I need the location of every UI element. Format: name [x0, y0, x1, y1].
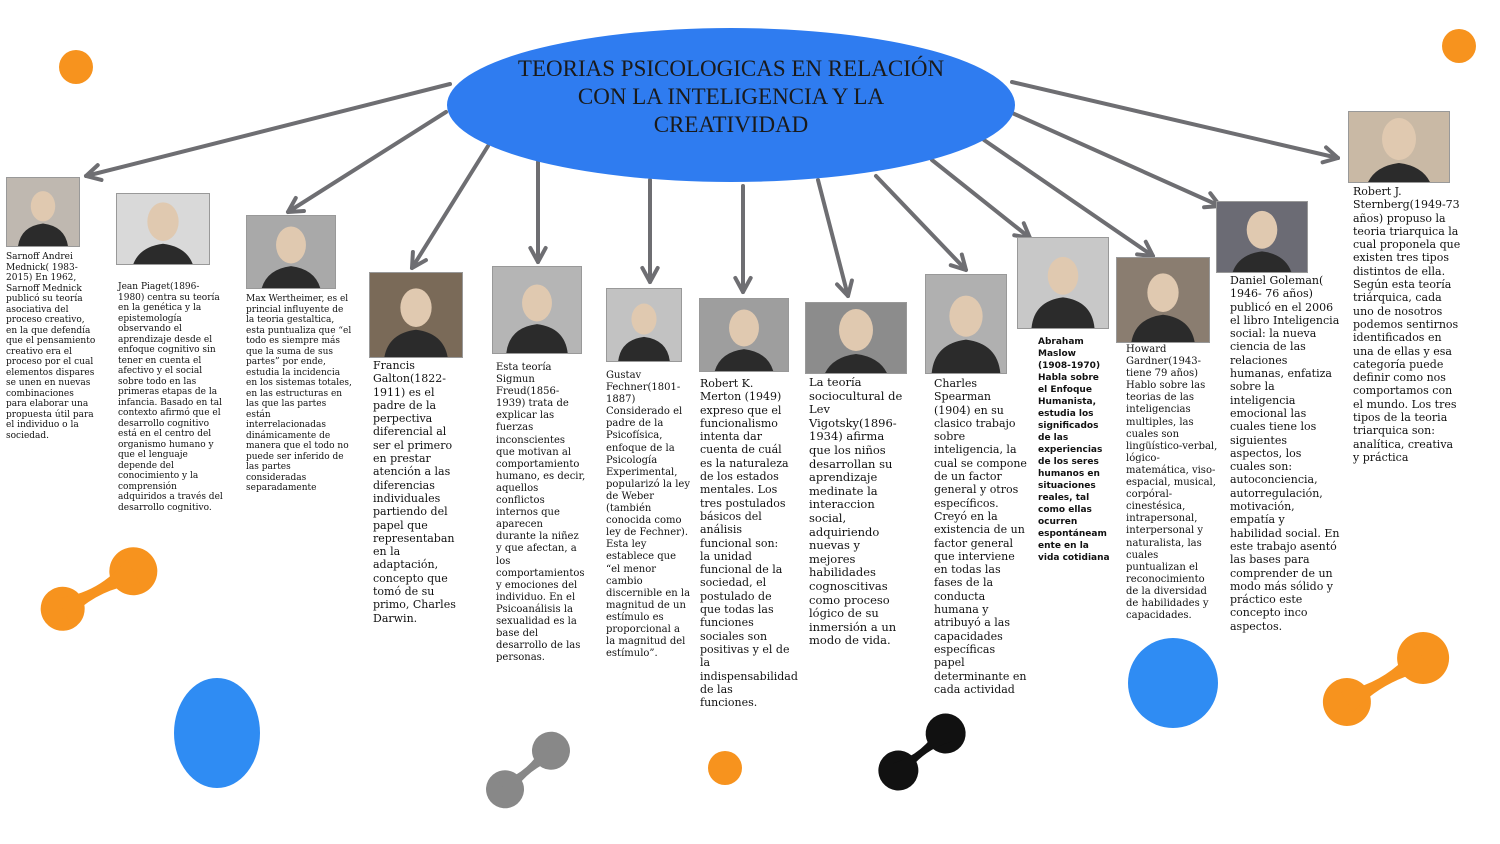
photo-sternberg: [1348, 111, 1450, 183]
photo-fechner: [606, 288, 682, 362]
portrait-icon: [618, 303, 670, 361]
arrow-head-12: [1320, 145, 1340, 165]
arrow-line-9: [930, 158, 1032, 240]
portrait-icon: [384, 288, 448, 357]
text-vigotsky: La teoría sociocultural de Lev Vigotsky(…: [809, 375, 903, 648]
photo-gardner: [1116, 257, 1210, 343]
text-piaget: Jean Piaget(1896-1980) centra su teoría …: [118, 282, 223, 513]
photo-freud: [492, 266, 582, 354]
blue-oval-bottom-left: [174, 678, 260, 788]
text-freud: Esta teoría Sigmun Freud(1856-1939) trat…: [496, 362, 586, 664]
portrait-icon: [506, 284, 568, 353]
text-fechner: Gustav Fechner(1801-1887) Considerado el…: [606, 370, 691, 660]
photo-vigotsky: [805, 302, 907, 374]
text-gardner: Howard Gardner(1943- tiene 79 años) Habl…: [1126, 344, 1218, 622]
arrow-head-5: [640, 265, 660, 284]
photo-piaget: [116, 193, 210, 265]
title-ellipse: [447, 28, 1015, 182]
arrow-line-1: [84, 82, 452, 178]
text-spearman: Charles Spearman (1904) en su clasico tr…: [934, 377, 1027, 696]
portrait-icon: [1031, 256, 1095, 328]
orange-dot-top-right: [1442, 29, 1476, 63]
text-merton: Robert K. Merton (1949) expreso que el f…: [700, 377, 798, 710]
blue-circle-bottom-right: [1128, 638, 1218, 728]
photo-wertheimer: [246, 215, 336, 289]
orange-blob-right: [1322, 632, 1450, 726]
portrait-icon: [825, 309, 887, 373]
arrow-head-8: [948, 252, 968, 272]
arrow-line-3: [410, 144, 490, 270]
black-blob: [878, 713, 966, 791]
page-title: TEORIAS PSICOLOGICAS EN RELACIÓN CON LA …: [517, 56, 945, 137]
text-mednick: Sarnoff Andrei Mednick( 1983-2015) En 19…: [6, 252, 96, 441]
portrait-icon: [1131, 273, 1195, 342]
orange-dot-top-left: [59, 50, 93, 84]
arrow-line-11: [1008, 110, 1222, 208]
portrait-icon: [714, 309, 774, 371]
portrait-icon: [1232, 210, 1292, 272]
text-goleman: Daniel Goleman( 1946- 76 años) publicó e…: [1230, 274, 1340, 633]
photo-merton: [699, 298, 789, 372]
portrait-icon: [18, 191, 68, 246]
arrow-line-7: [816, 178, 850, 298]
portrait-icon: [1368, 118, 1430, 182]
photo-goleman: [1216, 201, 1308, 273]
arrow-line-12: [1010, 80, 1340, 160]
orange-blob-left: [40, 547, 158, 631]
gray-blob: [486, 731, 570, 809]
text-sternberg: Robert J. Sternberg(1949-73 años) propus…: [1353, 185, 1461, 464]
arrow-line-2: [286, 110, 448, 214]
arrow-line-10: [982, 138, 1155, 258]
arrow-head-4: [528, 245, 548, 264]
arrow-head-3: [410, 250, 428, 270]
text-galton: Francis Galton(1822-1911) es el padre de…: [373, 359, 456, 625]
text-maslow: Abraham Maslow (1908-1970) Habla sobre e…: [1038, 337, 1110, 563]
photo-galton: [369, 272, 463, 358]
portrait-icon: [261, 226, 321, 288]
arrow-line-8: [874, 174, 968, 272]
arrow-head-6: [733, 275, 753, 294]
portrait-icon: [931, 295, 1001, 373]
arrow-head-7: [835, 278, 854, 298]
arrow-head-2: [286, 196, 306, 214]
arrow-head-1: [84, 163, 104, 182]
orange-dot-bottom-middle: [708, 751, 742, 785]
portrait-icon: [133, 202, 193, 264]
arrow-head-10: [1135, 239, 1155, 258]
photo-spearman: [925, 274, 1007, 374]
photo-mednick: [6, 177, 80, 247]
text-wertheimer: Max Wertheimer, es el princial influyent…: [246, 294, 352, 493]
photo-maslow: [1017, 237, 1109, 329]
